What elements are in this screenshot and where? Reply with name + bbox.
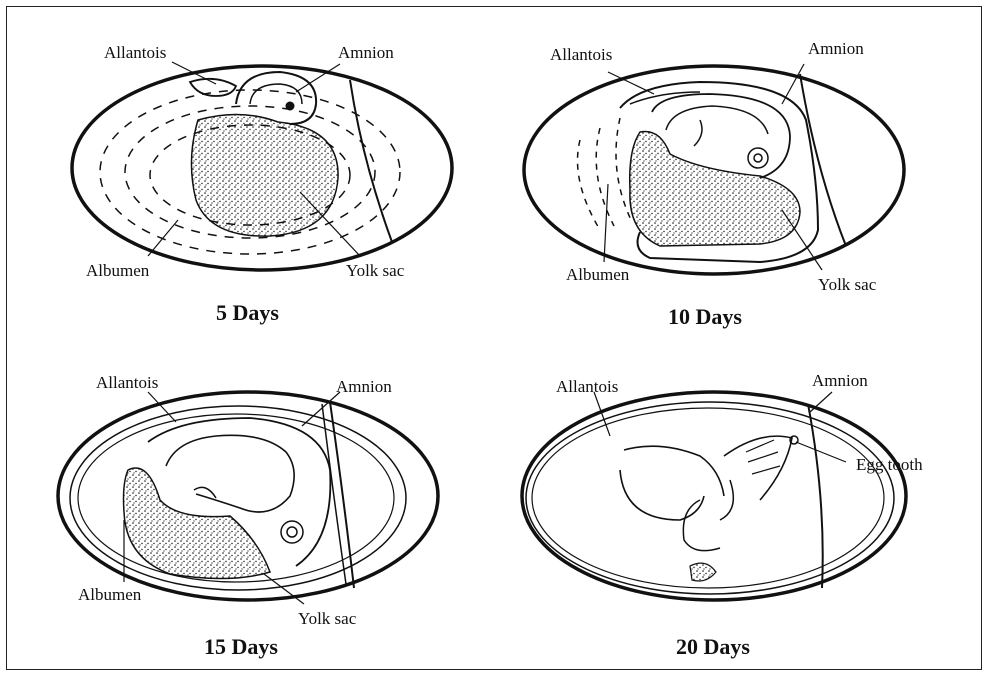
- air-cell-line: [800, 74, 846, 246]
- label-yolk-sac-10d: Yolk sac: [818, 276, 876, 293]
- label-amnion-5d: Amnion: [338, 44, 394, 61]
- chick-neck: [624, 446, 724, 496]
- label-albumen-15d: Albumen: [78, 586, 141, 603]
- label-albumen-5d: Albumen: [86, 262, 149, 279]
- caption-5-days: 5 Days: [216, 302, 279, 324]
- caption-15-days: 15 Days: [204, 636, 278, 658]
- label-amnion-10d: Amnion: [808, 40, 864, 57]
- embryo-eye: [748, 148, 768, 168]
- embryo-body: [666, 106, 768, 134]
- egg-5-days: [72, 62, 452, 270]
- embryo-eye: [281, 521, 303, 543]
- egg-20-days: [522, 392, 906, 600]
- air-cell-line: [808, 404, 823, 588]
- label-albumen-10d: Albumen: [566, 266, 629, 283]
- label-allantois-10d: Allantois: [550, 46, 612, 63]
- caption-10-days: 10 Days: [668, 306, 742, 328]
- label-yolk-sac-5d: Yolk sac: [346, 262, 404, 279]
- embryo-body: [166, 435, 294, 512]
- label-amnion-20d: Amnion: [812, 372, 868, 389]
- yolk-sac: [630, 131, 800, 246]
- label-yolk-sac-15d: Yolk sac: [298, 610, 356, 627]
- air-cell-line: [350, 80, 392, 242]
- yolk-sac: [124, 468, 271, 579]
- label-amnion-15d: Amnion: [336, 378, 392, 395]
- allantois: [190, 79, 236, 96]
- label-allantois-5d: Allantois: [104, 44, 166, 61]
- egg-10-days: [524, 64, 904, 274]
- caption-20-days: 20 Days: [676, 636, 750, 658]
- albumen-dashes: [578, 118, 633, 230]
- yolk-remnant: [690, 563, 716, 581]
- embryo-eye: [286, 102, 294, 110]
- label-egg-tooth-20d: Egg tooth: [856, 456, 923, 473]
- egg-15-days: [58, 392, 438, 604]
- label-allantois-20d: Allantois: [556, 378, 618, 395]
- label-allantois-15d: Allantois: [96, 374, 158, 391]
- chick-head: [724, 436, 792, 500]
- chick-foot: [683, 500, 720, 551]
- yolk-sac: [191, 114, 338, 236]
